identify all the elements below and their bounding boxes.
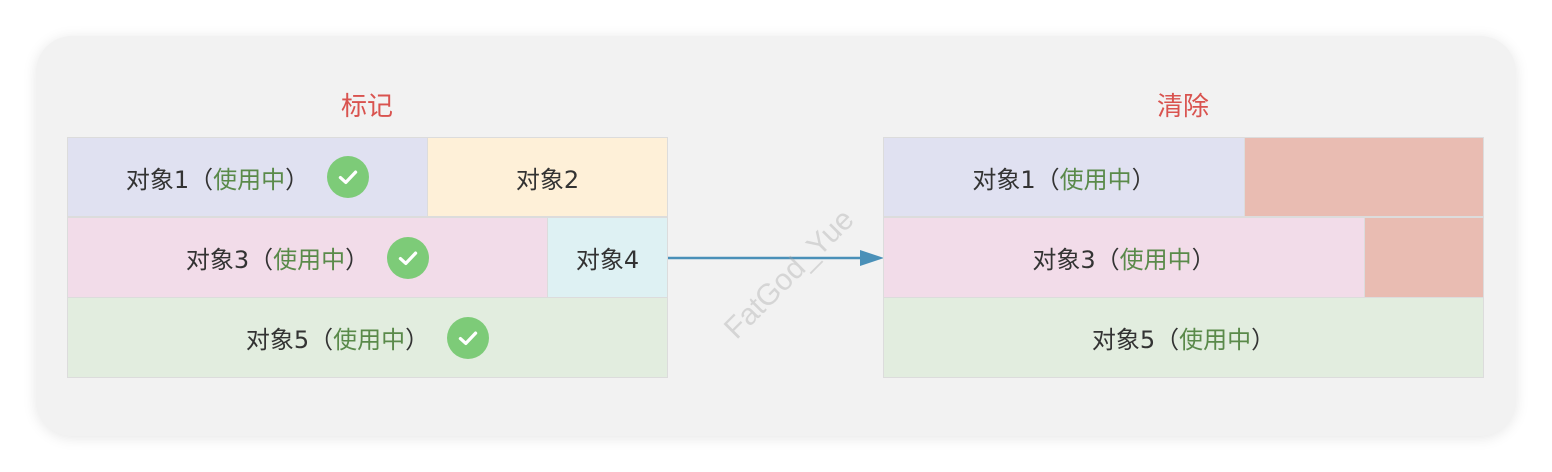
in-use-label: 使用中: [1059, 165, 1132, 194]
sweep-object-1: 对象1（使用中）: [883, 137, 1245, 217]
object-name: 对象5: [245, 326, 310, 354]
paren-open: （: [309, 326, 334, 354]
paren-open: （: [249, 246, 274, 274]
object-name: 对象4: [575, 246, 640, 274]
in-use-label: 使用中: [273, 246, 346, 274]
in-use-label: 使用中: [213, 165, 286, 194]
freed-space-1: [1244, 137, 1484, 217]
paren-open: （: [1155, 326, 1180, 354]
paren-close: ）: [285, 165, 310, 194]
in-use-label: 使用中: [1119, 246, 1192, 274]
object-name: 对象3: [1032, 246, 1096, 274]
paren-close: ）: [345, 246, 370, 274]
in-use-label: 使用中: [1179, 326, 1252, 354]
in-use-label: 使用中: [333, 326, 406, 354]
mark-object-5: 对象5（使用中）: [67, 297, 668, 378]
arrow-right-icon: [668, 250, 884, 266]
mark-title: 标记: [340, 92, 393, 122]
object-name: 对象1: [972, 165, 1036, 194]
check-circle-icon: [447, 316, 490, 359]
sweep-object-3: 对象3（使用中）: [883, 217, 1365, 298]
paren-open: （: [189, 165, 214, 194]
sweep-title: 清除: [1156, 92, 1209, 122]
mark-object-3: 对象3（使用中）: [67, 217, 548, 298]
object-name: 对象1: [125, 165, 190, 194]
paren-close: ）: [1191, 246, 1216, 274]
mark-object-1: 对象1（使用中）: [67, 137, 428, 217]
freed-space-2: [1364, 217, 1484, 298]
check-circle-icon: [387, 236, 430, 279]
paren-close: ）: [1131, 165, 1156, 194]
object-name: 对象3: [185, 246, 250, 274]
paren-close: ）: [1251, 326, 1276, 354]
object-name: 对象2: [515, 165, 580, 194]
object-name: 对象5: [1091, 326, 1156, 354]
paren-open: （: [1095, 246, 1120, 274]
check-circle-icon: [327, 156, 370, 198]
paren-open: （: [1035, 165, 1060, 194]
sweep-object-5: 对象5（使用中）: [883, 297, 1484, 378]
mark-object-4: 对象4: [547, 217, 668, 298]
mark-object-2: 对象2: [427, 137, 668, 217]
paren-close: ）: [405, 326, 430, 354]
